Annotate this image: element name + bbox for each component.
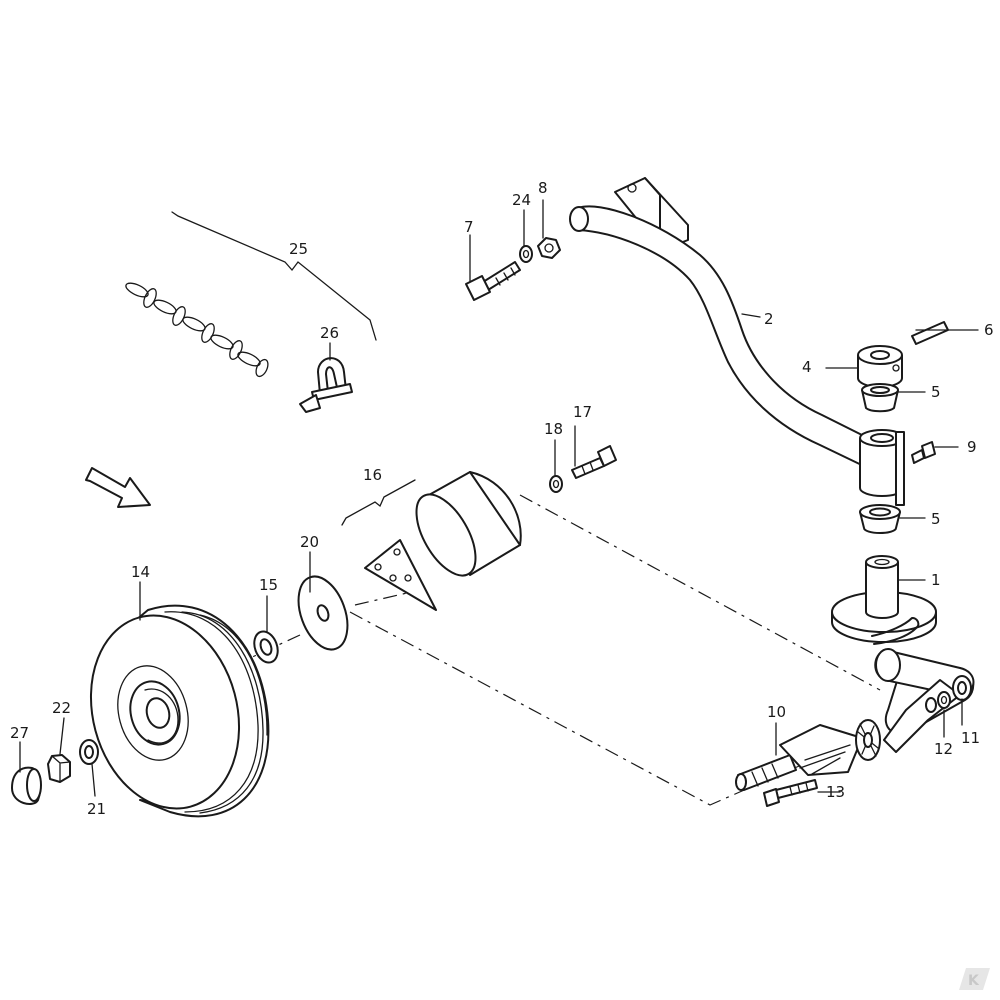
label-part-14: 14	[131, 563, 150, 581]
part-20-large-washer	[297, 575, 349, 651]
part-2-drawbar-arm	[569, 177, 873, 471]
label-part-26: 26	[320, 324, 339, 342]
group-brace-25	[171, 211, 377, 341]
label-part-20: 20	[300, 533, 319, 551]
part-22-hex-nut	[47, 754, 71, 783]
label-part-22: 22	[52, 699, 71, 717]
part-13-bolt	[763, 779, 818, 807]
label-part-15: 15	[259, 576, 278, 594]
part-11-nut	[952, 675, 972, 701]
part-12-washer	[925, 691, 951, 713]
part-10-axle	[735, 719, 881, 791]
part-1-wheel-fork	[831, 555, 975, 753]
part-6-pin	[911, 321, 949, 345]
pivot-tube	[859, 429, 905, 506]
part-27-hub-cap	[11, 766, 42, 805]
label-part-7: 7	[464, 218, 474, 236]
direction-arrow-icon	[85, 467, 151, 508]
label-part-10: 10	[767, 703, 786, 721]
brand-logo-text: K	[968, 973, 980, 989]
part-5-bushing-lower	[859, 504, 901, 534]
part-5-bushing-upper	[861, 383, 899, 413]
label-part-11: 11	[961, 729, 980, 747]
label-part-12: 12	[934, 740, 953, 758]
label-part-2: 2	[764, 310, 774, 328]
part-25-chain	[125, 282, 269, 378]
brand-logo: K	[959, 968, 990, 990]
part-14-wheel	[89, 604, 270, 818]
part-8-nut	[537, 237, 561, 259]
label-part-21: 21	[87, 800, 106, 818]
label-part-17: 17	[573, 403, 592, 421]
label-part-1: 1	[931, 571, 941, 589]
label-part-24: 24	[512, 191, 531, 209]
part-9-grease-nipple	[911, 441, 936, 464]
part-16-triangle-plate	[364, 539, 437, 611]
group-brace-16	[341, 479, 416, 526]
part-18-washer	[549, 475, 563, 493]
part-17-bolt	[571, 445, 617, 479]
leader-lines	[19, 199, 979, 797]
label-part-8: 8	[538, 179, 548, 197]
part-24-washer	[519, 245, 533, 263]
part-16-sleeve-tube	[415, 471, 522, 577]
label-part-9: 9	[967, 438, 977, 456]
label-part-16: 16	[363, 466, 382, 484]
part-15-bearing	[253, 630, 279, 664]
label-part-25: 25	[289, 240, 308, 258]
part-labels: 1 2 4 5 5 6 7 8 9 10 11 12 13 14 15 16 1…	[10, 179, 994, 818]
label-part-13: 13	[826, 783, 845, 801]
label-part-18: 18	[544, 420, 563, 438]
label-part-6: 6	[984, 321, 994, 339]
label-part-27: 27	[10, 724, 29, 742]
part-7-bolt	[465, 261, 521, 301]
label-part-5-lower: 5	[931, 510, 941, 528]
part-26-shackle	[299, 357, 353, 413]
label-part-5-upper: 5	[931, 383, 941, 401]
label-part-4: 4	[802, 358, 812, 376]
part-21-washer	[79, 739, 99, 765]
part-4-collar	[857, 345, 903, 388]
